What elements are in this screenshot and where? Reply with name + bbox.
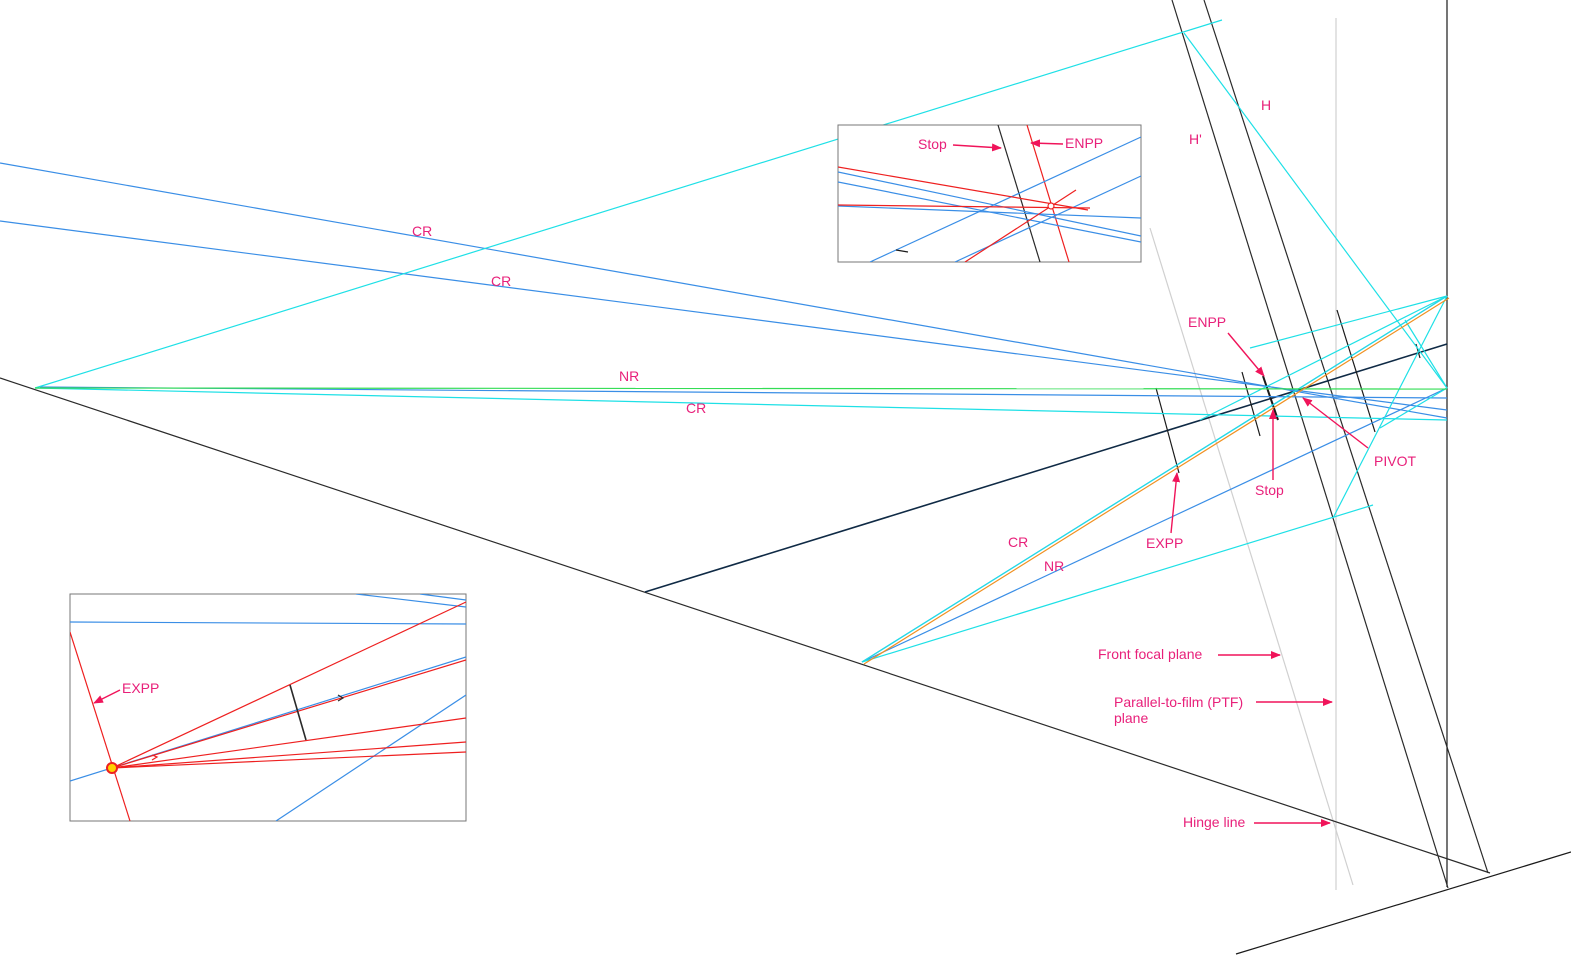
label-ptf-line2: plane — [1114, 710, 1148, 726]
inset-top-arrow-stop — [952, 143, 1002, 152]
cyan-ray-5 — [861, 504, 1374, 663]
blue-ray-lower — [39, 386, 1448, 399]
expp-tick — [1155, 387, 1180, 474]
label-ptf-line1: Parallel-to-film (PTF) — [1114, 694, 1243, 710]
arrow-expp — [1170, 472, 1181, 534]
inset-top-label-enpp: ENPP — [1065, 135, 1103, 151]
cyan-ray-3 — [1183, 32, 1448, 389]
inset-bottom-expp-point — [106, 762, 118, 774]
arrow-enpp — [1227, 332, 1265, 377]
label-pivot: PIVOT — [1374, 453, 1416, 469]
inset-bottom-black-tick — [289, 684, 307, 741]
main-arrows — [1170, 332, 1369, 827]
label-h-prime: H' — [1189, 131, 1202, 147]
cyan-ray-8 — [1199, 295, 1448, 421]
inset-bottom-red-2 — [111, 659, 466, 769]
inset-top-blue-3 — [838, 205, 1141, 219]
inset-top-arrow-enpp — [1030, 139, 1064, 148]
plane-of-sharp-focus-line — [0, 377, 1491, 874]
orange-ray-nr — [863, 297, 1450, 665]
label-nr-lower: NR — [1044, 558, 1064, 574]
inset-bottom-blue-5 — [275, 694, 466, 821]
inset-bottom-frame — [69, 593, 467, 822]
label-front-focal-plane: Front focal plane — [1098, 646, 1202, 662]
label-stop: Stop — [1255, 482, 1284, 498]
lens-tick — [1336, 309, 1376, 433]
inset-top-tick — [895, 249, 909, 253]
inset-top-red-1 — [838, 166, 1089, 211]
label-cr-lower: CR — [1008, 534, 1028, 550]
green-ray-nr — [34, 387, 1448, 390]
blue-ray-5 — [861, 387, 1448, 663]
label-nr-top: NR — [619, 368, 639, 384]
cyan-ray-4 — [861, 295, 1448, 663]
blue-ray-cr-middle — [0, 220, 1448, 411]
ground-line — [1235, 851, 1571, 955]
label-expp: EXPP — [1146, 535, 1183, 551]
h-plane-line — [1203, 0, 1489, 874]
inset-bottom-red-1 — [111, 601, 466, 769]
inset-bottom-label-expp: EXPP — [122, 680, 159, 696]
blue-ray-cr-upper — [0, 162, 1448, 419]
inset-bottom-red-4 — [111, 741, 466, 769]
inset-bottom-expp-line — [70, 631, 131, 821]
label-hinge-line: Hinge line — [1183, 814, 1245, 830]
label-cr-3: CR — [686, 400, 706, 416]
inset-top-label-stop: Stop — [918, 136, 947, 152]
h-prime-plane-line — [1171, 0, 1449, 889]
inset-bottom-chevron — [337, 694, 345, 702]
inset-top-blue-1 — [838, 171, 1141, 237]
arrow-pivot — [1302, 397, 1369, 449]
inset-top-blue-4 — [869, 136, 1141, 262]
inset-top-red-3 — [964, 189, 1077, 262]
inset-bottom-red-5 — [111, 751, 466, 769]
main-labels: CR CR NR CR H H' ENPP PIVOT Stop EXPP CR… — [412, 97, 1416, 830]
inset-bottom-blue-3 — [419, 594, 466, 601]
label-cr-1: CR — [412, 223, 432, 239]
front-focal-plane-line — [1149, 227, 1354, 886]
inset-bottom-blue-2 — [355, 594, 466, 608]
optical-axis-line — [644, 343, 1448, 593]
inset-bottom-arrow-expp — [93, 689, 121, 704]
label-cr-2: CR — [491, 273, 511, 289]
label-h: H — [1261, 97, 1271, 113]
label-enpp: ENPP — [1188, 314, 1226, 330]
inset-bottom-blue-1 — [70, 621, 466, 625]
cyan-ray-9 — [1379, 387, 1448, 429]
inset-top-enpp-line — [1026, 125, 1070, 262]
inset-top-pivot-point — [1047, 202, 1055, 210]
cyan-ray-10 — [1404, 319, 1448, 389]
cyan-ray-7 — [1249, 295, 1448, 349]
cyan-ray-6 — [1332, 295, 1448, 519]
inset-bottom-chevron-2 — [151, 754, 159, 761]
inset-bottom-red-3 — [111, 717, 466, 769]
cyan-ray-1 — [34, 19, 1223, 389]
inset-top: Stop ENPP — [837, 124, 1142, 263]
inset-bottom: EXPP — [69, 593, 467, 822]
